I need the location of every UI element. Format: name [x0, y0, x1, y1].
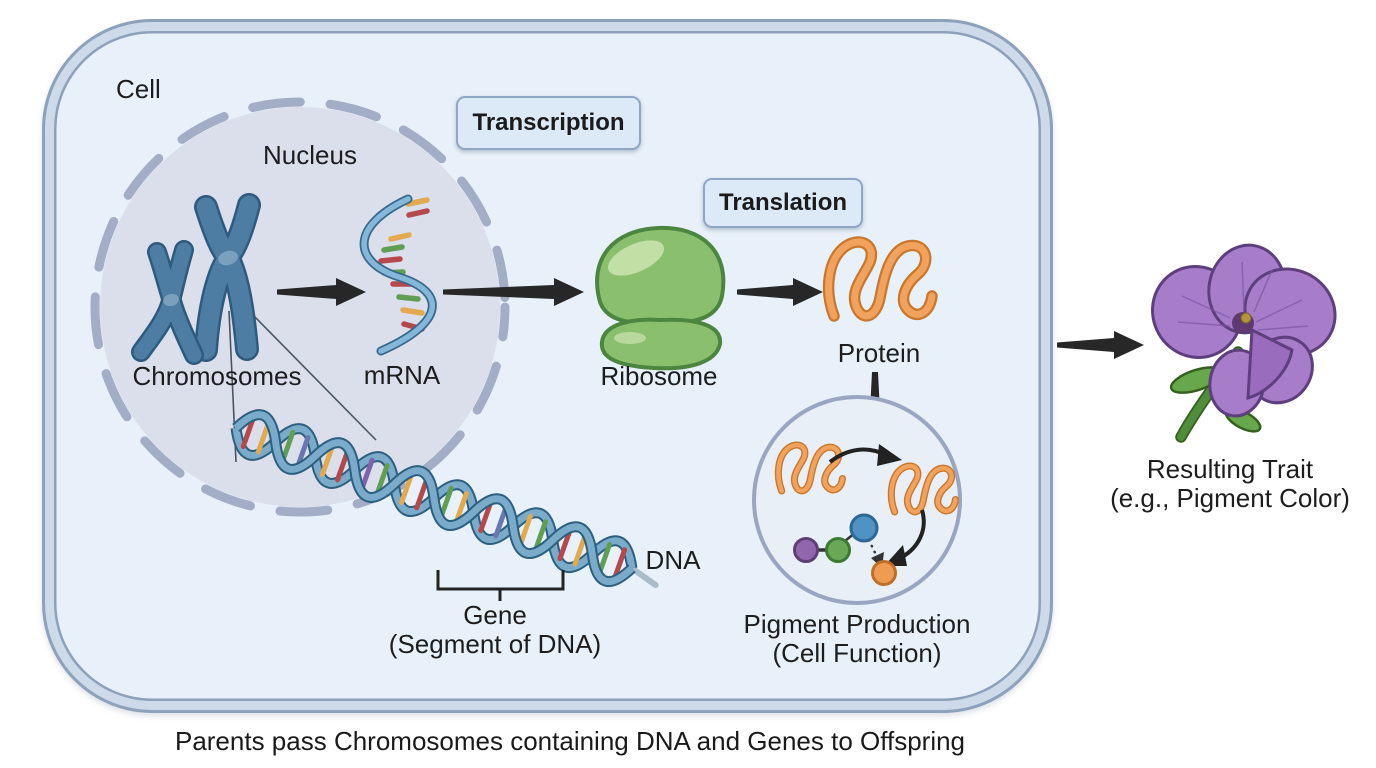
cell-label: Cell — [116, 74, 161, 104]
molecule-green — [825, 537, 851, 563]
gene-label-line1: Gene — [463, 600, 527, 630]
pigment-production-label: Pigment Production (Cell Function) — [743, 609, 971, 669]
nuclear-envelope-dashes — [90, 97, 510, 517]
arrow-ribosome-to-protein — [737, 278, 823, 306]
molecule-orange — [871, 560, 897, 586]
arrow-cell-to-trait — [1057, 331, 1144, 359]
flower-petals — [1150, 243, 1337, 418]
pigment-circle — [752, 395, 962, 605]
transcription-badge-label: Transcription — [472, 109, 625, 136]
gene-label: Gene (Segment of DNA) — [388, 600, 602, 660]
pigment-production-illustration — [752, 395, 962, 605]
mrna-illustration — [359, 194, 437, 356]
chromosome-small — [131, 240, 204, 365]
pigment-cycle-arrows — [828, 444, 926, 566]
translation-badge-label: Translation — [718, 189, 848, 216]
pigment-label-line2: (Cell Function) — [772, 638, 942, 669]
ribosome-illustration — [595, 225, 726, 371]
arrow-mrna-to-ribosome — [443, 278, 584, 306]
molecule-blue — [849, 513, 879, 543]
resulting-trait-label: Resulting Trait (e.g., Pigment Color) — [1110, 454, 1350, 514]
translation-badge: Translation — [703, 178, 863, 228]
petal-veins — [1177, 261, 1309, 331]
trait-label-line2: (e.g., Pigment Color) — [1110, 483, 1350, 514]
dna-label: DNA — [645, 545, 701, 575]
molecule-purple — [793, 537, 819, 563]
mrna-label: mRNA — [363, 360, 441, 390]
dna-base-pairs — [240, 415, 628, 581]
chromosomes-illustration — [131, 193, 261, 365]
flower-illustration — [1150, 243, 1337, 443]
trait-label-line1: Resulting Trait — [1146, 454, 1314, 484]
nucleus-label: Nucleus — [263, 140, 357, 170]
gene-bracket — [436, 570, 565, 601]
dna-helix-illustration — [230, 409, 659, 589]
chromosomes-label: Chromosomes — [132, 361, 302, 391]
chromosome-large — [194, 193, 261, 362]
pigment-pathway-molecules — [793, 513, 897, 586]
arrow-chromosomes-to-mrna — [277, 278, 366, 306]
pigment-label-line1: Pigment Production — [743, 609, 971, 639]
ribosome-label: Ribosome — [600, 361, 718, 391]
protein-illustration — [829, 242, 932, 316]
transcription-badge: Transcription — [456, 96, 641, 150]
gene-label-line2: (Segment of DNA) — [388, 629, 602, 660]
caption: Parents pass Chromosomes containing DNA … — [174, 726, 966, 756]
protein-label: Protein — [837, 338, 921, 368]
